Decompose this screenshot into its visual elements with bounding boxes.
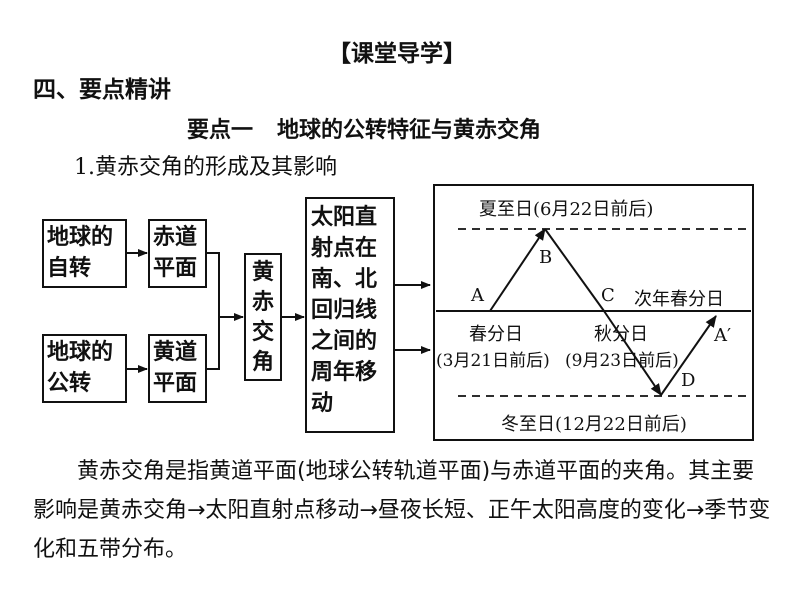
label-point-a: A — [471, 285, 484, 306]
diagram-frame — [433, 184, 754, 441]
lesson-title: 【课堂导学】 — [328, 41, 466, 67]
path-c-to-d — [603, 310, 662, 396]
label-point-a-prime: A′ — [714, 325, 732, 346]
box-obliquity: 黄赤交角 — [244, 253, 282, 381]
label-spring-equinox: 春分日 — [469, 324, 523, 345]
box-ecliptic-plane: 黄道平面 — [148, 334, 207, 403]
label-next-spring: 次年春分日 — [634, 289, 724, 310]
explanation-paragraph: 黄赤交角是指黄道平面(地球公转轨道平面)与赤道平面的夹角。其主要影响是黄赤交角→… — [33, 459, 771, 562]
bracket-planes — [207, 252, 220, 370]
label-point-b: B — [539, 247, 553, 268]
box-earth-rotation: 地球的自转 — [42, 219, 127, 288]
keypoint-heading: 要点一地球的公转特征与黄赤交角 — [187, 112, 541, 144]
label-winter-solstice: 冬至日(12月22日前后) — [501, 414, 687, 435]
label-autumn-date: (9月23日前后) — [565, 351, 679, 371]
box-earth-revolution: 地球的公转 — [42, 334, 127, 403]
subheading: 1.黄赤交角的形成及其影响 — [74, 155, 337, 180]
label-autumn-equinox: 秋分日 — [594, 324, 648, 345]
path-b-to-c — [544, 228, 605, 312]
label-point-d: D — [681, 370, 696, 391]
label-spring-date: (3月21日前后) — [436, 351, 550, 371]
label-summer-solstice: 夏至日(6月22日前后) — [479, 199, 654, 220]
label-point-c: C — [601, 285, 615, 306]
box-equator-plane: 赤道平面 — [148, 219, 207, 288]
path-d-to-a2 — [660, 315, 717, 396]
section-heading: 四、要点精讲 — [33, 77, 171, 103]
keypoint-label: 要点一 — [187, 118, 254, 143]
box-subsolar-movement: 太阳直射点在南、北回归线之间的周年移动 — [305, 197, 395, 433]
keypoint-title: 地球的公转特征与黄赤交角 — [277, 118, 542, 143]
path-a-to-b — [489, 228, 546, 312]
